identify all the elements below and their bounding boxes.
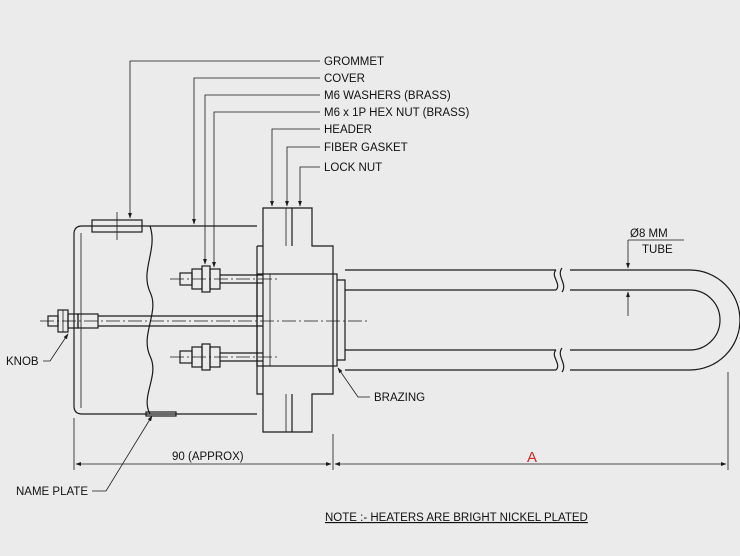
leader-lines (43, 60, 684, 492)
label-grommet: GROMMET (324, 56, 384, 68)
terminal-stud-upper (170, 265, 280, 293)
label-hex-nut: M6 x 1P HEX NUT (BRASS) (324, 107, 469, 119)
knob (47, 309, 79, 333)
label-fiber-gasket: FIBER GASKET (324, 142, 408, 154)
label-tube: TUBE (642, 244, 673, 256)
dimension-overall-approx: 90 (APPROX) (172, 451, 244, 463)
dimension-length-a: A (527, 449, 537, 466)
label-cover: COVER (324, 73, 365, 85)
label-name-plate: NAME PLATE (16, 486, 88, 498)
centre-rod (40, 313, 370, 329)
label-lock-nut: LOCK NUT (324, 162, 382, 174)
plating-note: NOTE :- HEATERS ARE BRIGHT NICKEL PLATED (325, 512, 588, 524)
cover-outline (73, 225, 257, 415)
name-plate (145, 411, 177, 417)
label-knob: KNOB (6, 356, 39, 368)
dimension-lines (73, 372, 729, 470)
header-flange (256, 207, 346, 433)
label-brazing: BRAZING (374, 392, 425, 404)
terminal-stud-lower (170, 343, 280, 371)
label-header: HEADER (324, 124, 372, 136)
label-washers: M6 WASHERS (BRASS) (324, 90, 451, 102)
label-tube-dia: Ø8 MM (630, 228, 668, 240)
grommet (91, 212, 143, 240)
heater-tube (345, 267, 740, 373)
